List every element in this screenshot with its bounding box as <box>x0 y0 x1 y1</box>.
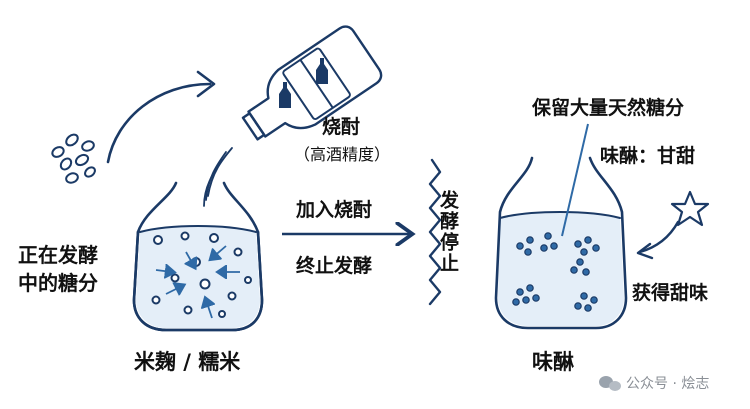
zigzag-barrier <box>428 158 442 306</box>
fermenting-label-line2: 中的糖分 <box>18 271 98 295</box>
left-jar-fermentation-arrows <box>155 245 240 319</box>
right-jar-liquid <box>498 212 624 326</box>
mirin-taste-label: 味醂：甘甜 <box>600 144 695 167</box>
watermark-text: 公众号 · 烩志 <box>626 376 709 392</box>
fermentation-stops-label: 发酵停止 <box>437 189 460 274</box>
pouring-stream <box>203 147 233 207</box>
shochu-bottle <box>241 25 383 141</box>
fermenting-label-line1: 正在发酵 <box>18 243 98 267</box>
shochu-note: （高酒精度） <box>294 145 390 164</box>
stop-fermentation-label: 终止发酵 <box>296 254 372 277</box>
shochu-label: 烧酎 <box>322 115 360 138</box>
left-jar <box>132 181 264 332</box>
left-jar-caption: 米麹 / 糯米 <box>134 350 241 374</box>
star-icon <box>670 190 710 227</box>
add-shochu-label: 加入烧酎 <box>295 198 372 221</box>
right-jar-sugar-clusters <box>512 232 600 312</box>
retain-sugar-label: 保留大量天然糖分 <box>531 96 684 119</box>
watermark: 公众号 · 烩志 <box>599 376 709 392</box>
sake-bottle-icon <box>279 58 328 108</box>
rice-grains-icon <box>51 133 96 184</box>
retain-sugar-pointer <box>561 123 589 237</box>
sweet-arrow <box>638 220 680 254</box>
get-sweet-label: 获得甜味 <box>632 281 708 304</box>
curved-arrow-icon <box>106 82 212 164</box>
right-jar-caption: 味醂 <box>532 350 574 374</box>
wechat-icon <box>599 376 621 391</box>
curved-arrow-head <box>196 70 216 98</box>
sweet-arrow-head <box>636 242 654 260</box>
left-jar-liquid <box>136 226 260 328</box>
